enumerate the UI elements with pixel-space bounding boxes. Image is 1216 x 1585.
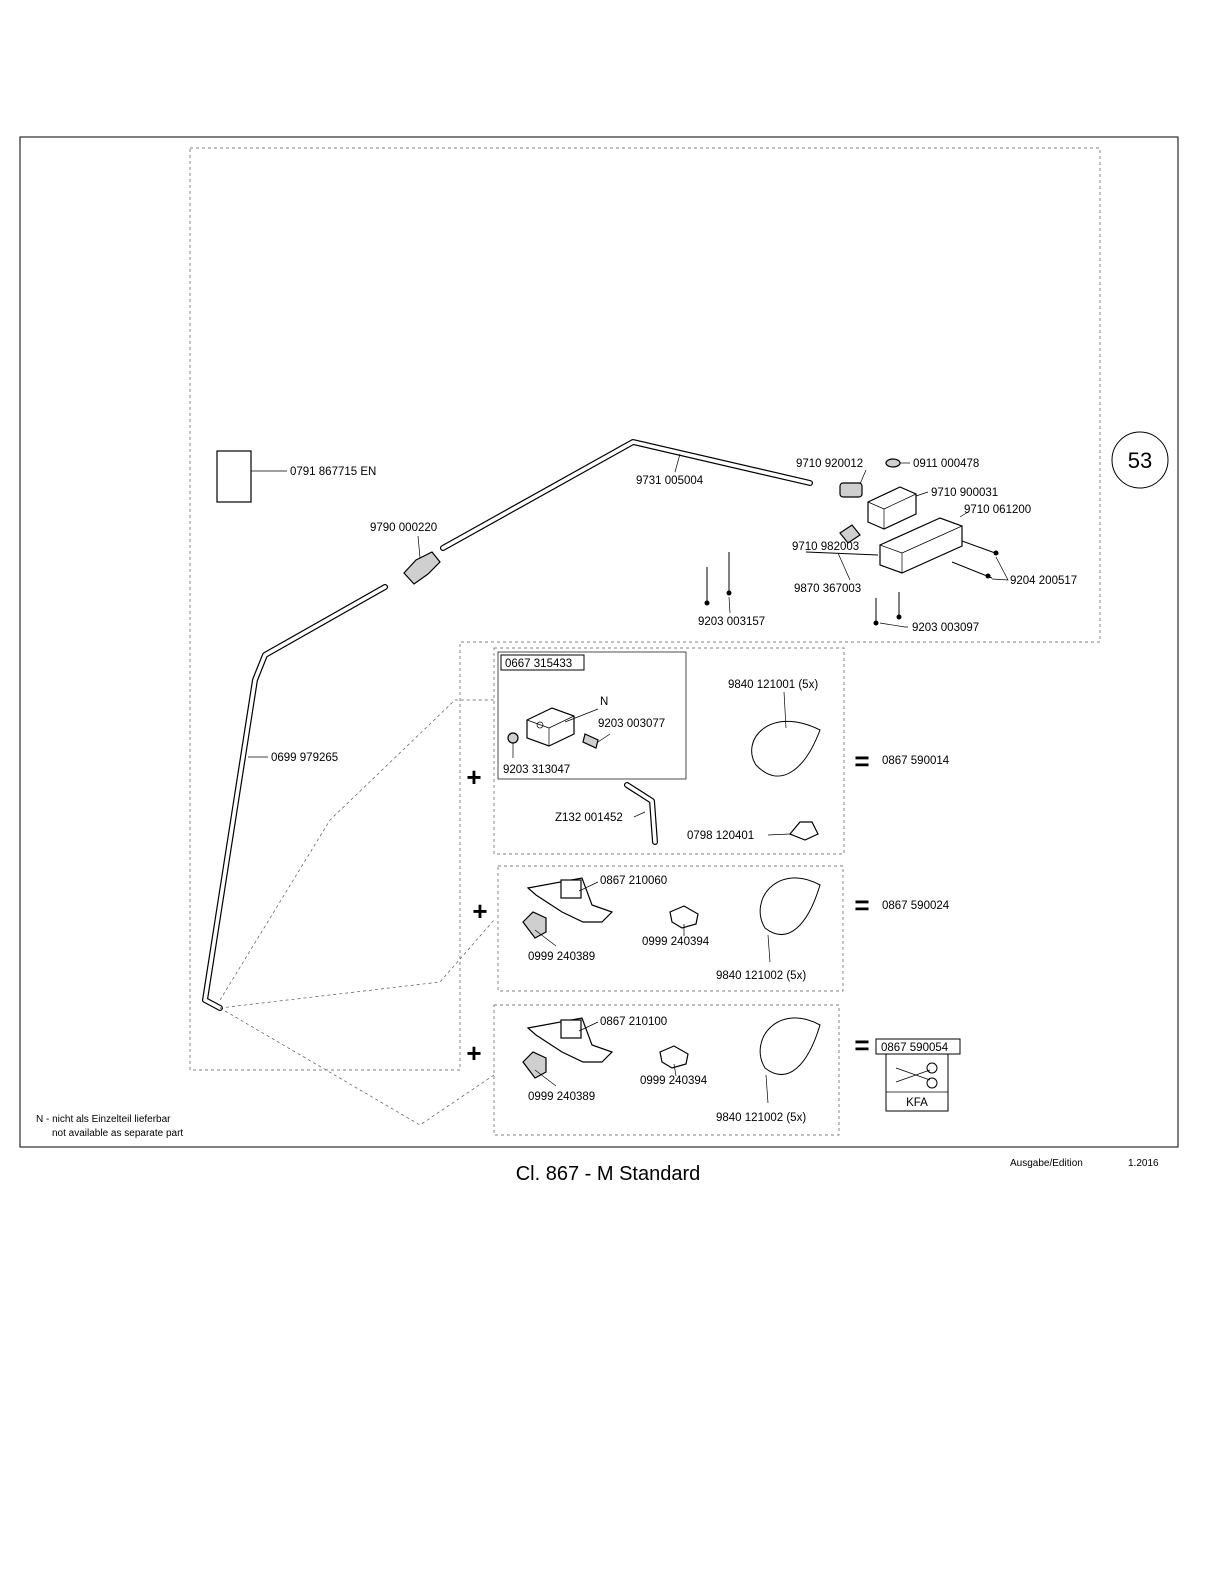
assembly-frame xyxy=(189,147,1101,1071)
bracket-0867-210100-icon xyxy=(526,1017,614,1063)
box-0667-315433 xyxy=(500,654,585,671)
label-0999-240389-b: 0999 240389 xyxy=(528,1091,595,1103)
bracket-0867-210060-icon xyxy=(526,877,614,923)
cable-ties-9840-121002-b-icon xyxy=(759,1017,821,1104)
coupling-9790-000220-icon xyxy=(403,535,441,585)
plus-sign-3: + xyxy=(466,1038,481,1068)
label-9731-005004: 9731 005004 xyxy=(636,475,704,487)
label-0867-210100: 0867 210100 xyxy=(600,1016,667,1028)
plug-9710-982003-icon xyxy=(839,524,861,544)
label-9710-920012: 9710 920012 xyxy=(796,458,863,470)
page-number-badge: 53 xyxy=(1111,431,1169,489)
cable-ties-9840-121002-a-icon xyxy=(759,877,821,963)
tee-0999-240394-a-icon xyxy=(669,905,699,936)
nozzle-0999-240389-a-icon xyxy=(522,911,557,947)
screw-9203-003077-icon xyxy=(582,733,611,749)
wire-9870-367003-icon xyxy=(805,551,879,581)
label-9840-121002-b: 9840 121002 (5x) xyxy=(716,1112,806,1124)
label-n-marker: N xyxy=(600,696,608,708)
label-0867-590054: 0867 590054 xyxy=(881,1042,949,1054)
label-0791-867715: 0791 867715 EN xyxy=(290,466,376,478)
label-9204-200517: 9204 200517 xyxy=(1010,575,1077,587)
label-9840-121001: 9840 121001 (5x) xyxy=(728,679,818,691)
page-number: 53 xyxy=(1128,448,1152,473)
label-9870-367003: 9870 367003 xyxy=(794,583,861,595)
screws-9203-003157-icon xyxy=(704,552,732,614)
screws-9203-003097-icon xyxy=(873,592,908,628)
label-0911-000478: 0911 000478 xyxy=(913,458,979,470)
equals-sign-2: = xyxy=(854,890,869,920)
kit-section-1-frame xyxy=(493,647,845,855)
page-title: Cl. 867 - M Standard xyxy=(516,1163,701,1185)
label-0867-590014: 0867 590014 xyxy=(882,755,950,767)
kfa-kit-box: KFA xyxy=(885,1053,949,1112)
washer-0911-000478-icon xyxy=(885,458,910,468)
subassembly-frame xyxy=(497,651,687,780)
edition-label: Ausgabe/Edition xyxy=(1010,1158,1083,1169)
tube-z132-001452-icon xyxy=(624,782,658,845)
label-0867-590024: 0867 590024 xyxy=(882,900,950,912)
label-9203-003097: 9203 003097 xyxy=(912,622,979,634)
tube-0699-979265 xyxy=(202,439,813,1011)
label-9840-121002-a: 9840 121002 (5x) xyxy=(716,970,806,982)
label-9790-000220: 9790 000220 xyxy=(370,522,437,534)
manual-booklet-icon xyxy=(216,450,287,503)
nozzle-0999-240389-b-icon xyxy=(522,1051,557,1087)
equals-sign-1: = xyxy=(854,746,869,776)
screws-9204-200517-icon xyxy=(951,540,1009,581)
kit-section-3-frame xyxy=(493,1004,840,1136)
clip-0798-120401-icon xyxy=(767,821,819,841)
tee-0999-240394-b-icon xyxy=(659,1045,689,1077)
label-9203-003157: 9203 003157 xyxy=(698,616,765,628)
plus-sign-2: + xyxy=(472,896,487,926)
label-z132-001452: Z132 001452 xyxy=(555,812,623,824)
screw-9203-313047-icon xyxy=(507,732,519,758)
outer-frame xyxy=(19,136,1179,1148)
label-0867-210060: 0867 210060 xyxy=(600,875,667,887)
block-9710-900031-icon xyxy=(867,486,929,530)
cable-ties-9840-121001-icon xyxy=(751,691,821,777)
label-0999-240394-a: 0999 240394 xyxy=(642,936,710,948)
fitting-9710-920012-icon xyxy=(839,469,867,498)
label-9710-061200: 9710 061200 xyxy=(964,504,1031,516)
label-9710-900031: 9710 900031 xyxy=(931,487,998,499)
scissors-icon xyxy=(926,1062,938,1074)
kfa-label: KFA xyxy=(906,1097,928,1109)
block-9710-061200-icon xyxy=(879,511,969,574)
label-0699-979265: 0699 979265 xyxy=(271,752,338,764)
clamp-block-icon xyxy=(526,707,575,747)
label-0999-240389-a: 0999 240389 xyxy=(528,951,595,963)
equals-sign-3: = xyxy=(854,1030,869,1060)
label-0667-315433: 0667 315433 xyxy=(505,658,572,670)
label-9203-003077: 9203 003077 xyxy=(598,718,665,730)
label-9710-982003: 9710 982003 xyxy=(792,541,859,553)
kit-section-2-frame xyxy=(497,865,844,992)
label-0999-240394-b: 0999 240394 xyxy=(640,1075,708,1087)
legend-n-de: N - nicht als Einzelteil lieferbar xyxy=(36,1114,171,1125)
edition-value: 1.2016 xyxy=(1128,1158,1159,1169)
label-0798-120401: 0798 120401 xyxy=(687,830,754,842)
label-9203-313047: 9203 313047 xyxy=(503,764,570,776)
plus-sign-1: + xyxy=(466,762,481,792)
legend-n-en: not available as separate part xyxy=(52,1128,183,1139)
